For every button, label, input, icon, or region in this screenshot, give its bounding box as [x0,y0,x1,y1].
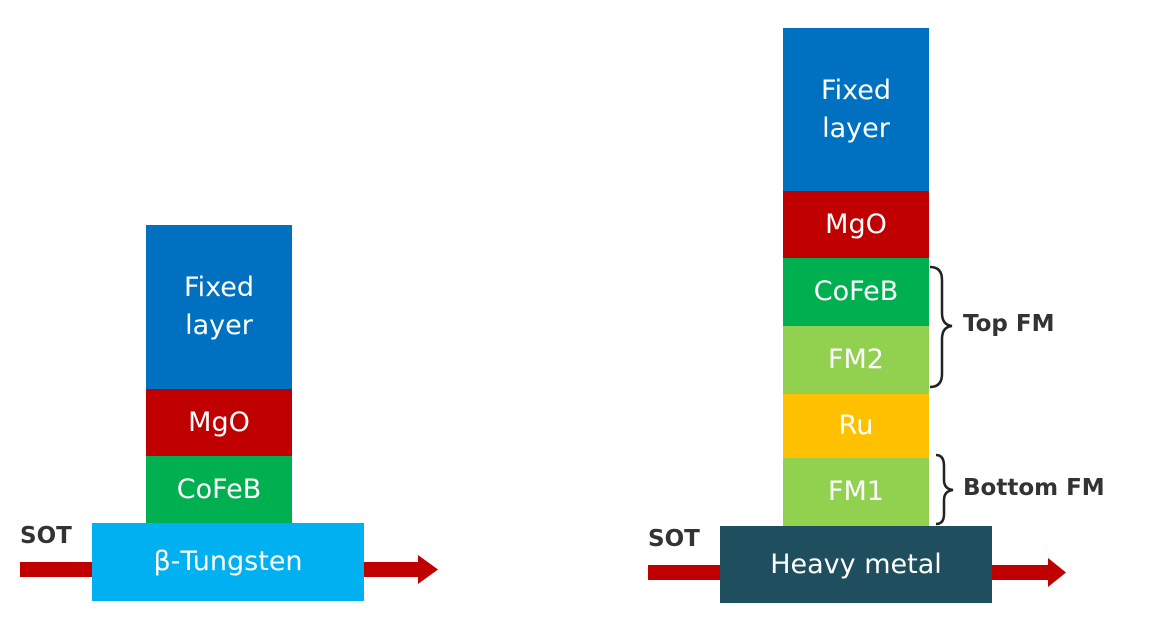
layer-label: Heavy metal [770,548,942,580]
right-cofeb-layer: CoFeB [783,258,929,326]
left-sot-label: SOT [20,523,72,549]
layer-label: MgO [188,406,250,438]
sot-arrow-right-shaft [990,565,1052,580]
right-mgo-layer: MgO [783,191,929,258]
sot-arrow-left-shaft [362,562,420,577]
layer-label: CoFeB [176,473,262,505]
layer-label: Fixed layer [821,74,891,144]
right-ru-layer: Ru [783,394,929,458]
left-tungsten-layer: β-Tungsten [92,523,364,601]
top-fm-brace [929,265,953,389]
layer-label: FM1 [827,476,884,508]
sot-arrow-left-tail [20,562,95,577]
right-fm1-layer: FM1 [783,458,929,526]
layer-label: Fixed layer [184,272,254,341]
right-fm2-layer: FM2 [783,326,929,394]
left-fixed-layer: Fixed layer [146,225,292,389]
left-mgo-layer: MgO [146,389,292,456]
arrow-head-icon [418,555,438,584]
bottom-fm-brace [935,453,954,526]
sot-arrow-right-tail [648,565,723,580]
layer-label: FM2 [827,344,884,376]
layer-label: β-Tungsten [153,546,303,578]
bottom-fm-label: Bottom FM [963,475,1105,501]
right-sot-label: SOT [648,526,700,552]
layer-label: CoFeB [813,276,899,308]
layer-label: MgO [825,208,887,240]
top-fm-label: Top FM [963,311,1055,337]
right-fixed-layer: Fixed layer [783,28,929,191]
left-cofeb-layer: CoFeB [146,456,292,523]
arrow-head-icon [1048,558,1066,587]
layer-label: Ru [838,410,874,442]
right-heavy-metal-layer: Heavy metal [720,526,992,603]
